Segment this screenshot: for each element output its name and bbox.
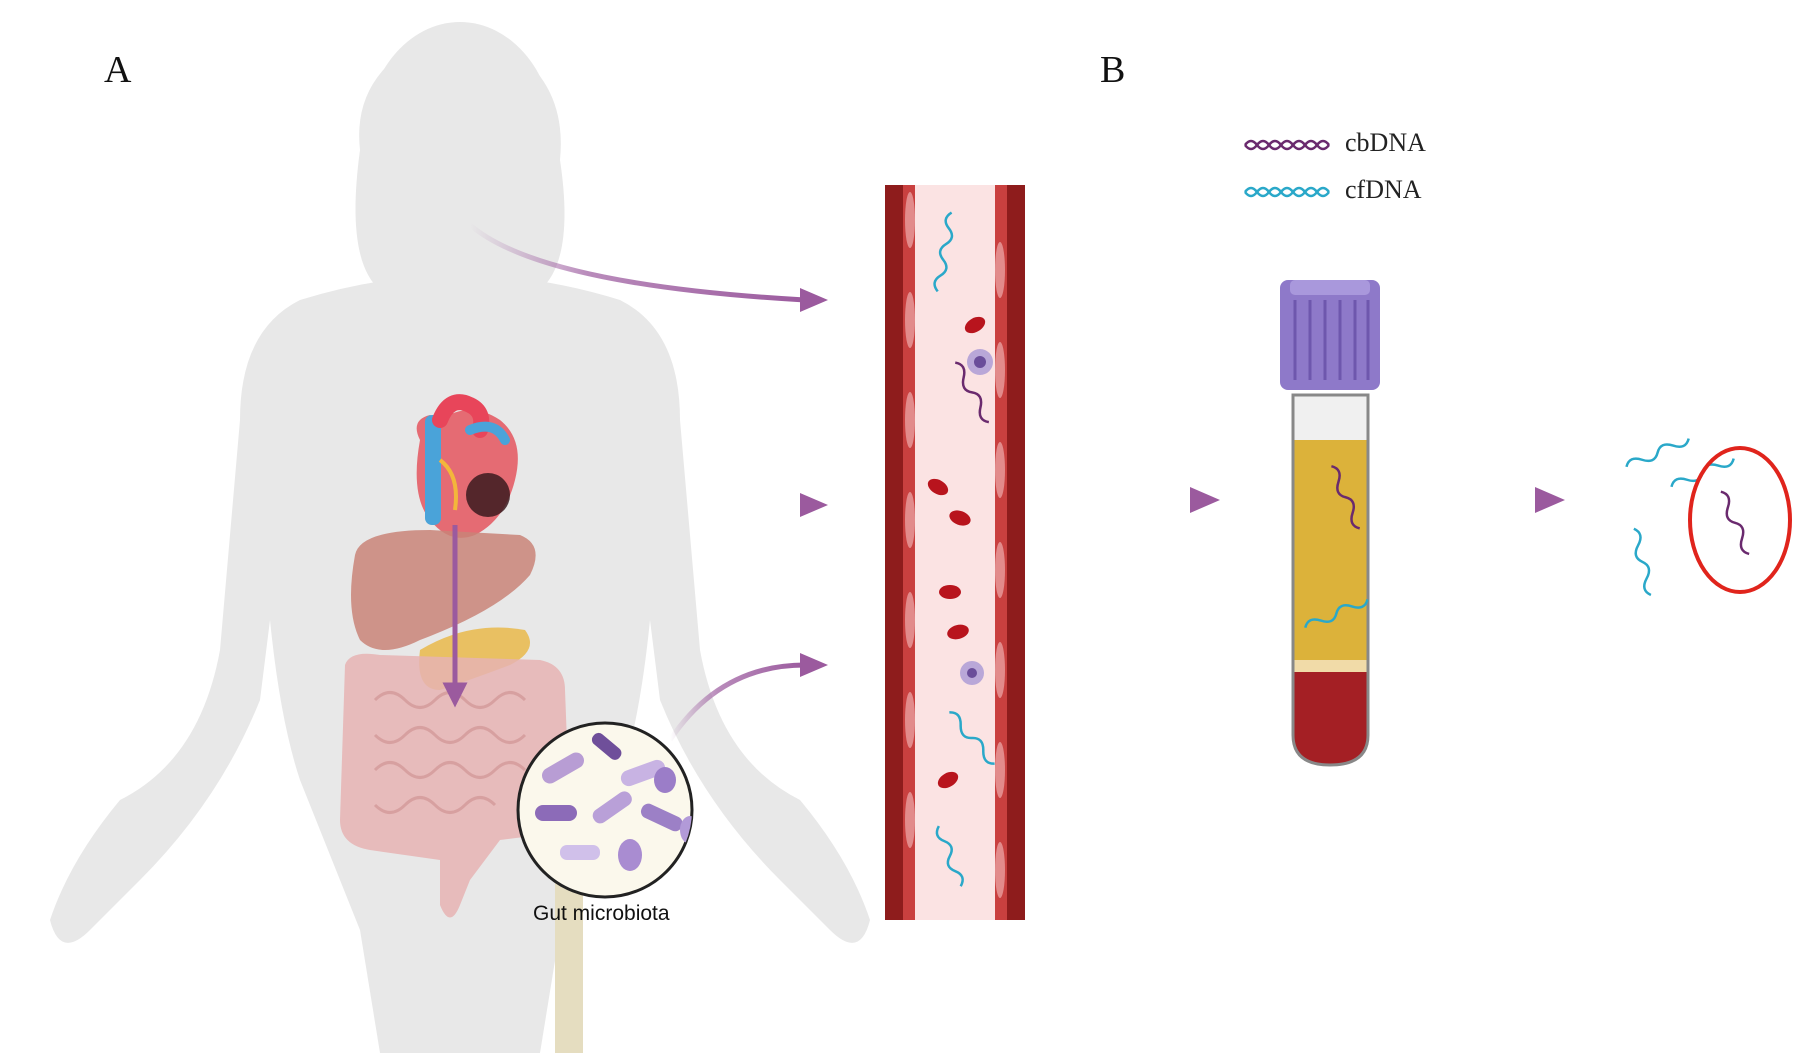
heart-icon (416, 394, 518, 538)
legend-cbdna-label: cbDNA (1345, 128, 1426, 157)
blood-vessel (885, 185, 1025, 920)
tube-cap (1280, 280, 1380, 390)
arrow-heart-to-blood (690, 493, 828, 517)
legend-cfdna-symbol (1244, 186, 1330, 198)
blood-collection-tube (1280, 280, 1380, 767)
legend-cfdna-label: cfDNA (1345, 175, 1422, 204)
bacteria-icon (535, 732, 692, 871)
cbdna-highlight-ring (1688, 446, 1792, 594)
gut-microbiota-caption: Gut microbiota (533, 902, 670, 925)
vessel-dna-strands (933, 211, 995, 887)
panel-label-b: B (1100, 49, 1126, 91)
white-blood-cells (960, 349, 993, 685)
intestine-loops (373, 691, 527, 814)
arrow-mouth-to-blood (468, 223, 828, 312)
red-blood-cells (927, 316, 986, 789)
intestine-icon (340, 653, 570, 918)
tube-dna-strands (1304, 464, 1369, 629)
catheter (555, 880, 583, 1053)
gut-microbiota-magnifier (516, 721, 694, 899)
panel-label-a: A (104, 49, 132, 91)
liver-icon (351, 530, 536, 650)
arrow-tube-to-dna (1405, 487, 1565, 513)
arrow-blood-to-tube (1055, 487, 1220, 513)
legend-cbdna-symbol (1244, 139, 1330, 151)
arrow-gut-to-blood (667, 653, 828, 742)
